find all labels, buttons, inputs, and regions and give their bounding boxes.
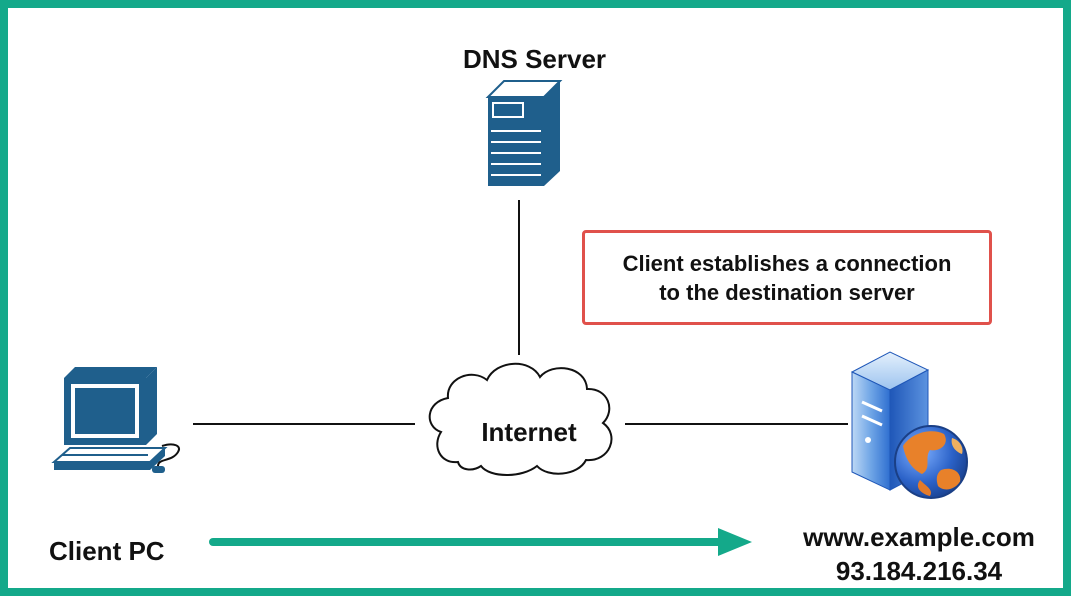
server-tower-icon xyxy=(485,80,563,186)
client-pc-label: Client PC xyxy=(49,536,165,566)
cloud-icon xyxy=(428,362,613,476)
callout-line-2: to the destination server xyxy=(659,279,915,305)
destination-server-label: www.example.com 93.184.216.34 xyxy=(788,520,1050,588)
callout-line-1: Client establishes a connection xyxy=(622,250,952,276)
connection-callout: Client establishes a connection to the d… xyxy=(582,230,992,325)
dns-server-label: DNS Server xyxy=(462,44,607,74)
network-diagram xyxy=(51,80,968,556)
destination-hostname: www.example.com xyxy=(803,522,1035,552)
destination-ip: 93.184.216.34 xyxy=(835,556,1003,586)
internet-label: Internet xyxy=(481,417,577,447)
arrow-right-icon xyxy=(209,528,752,556)
desktop-computer-icon xyxy=(51,367,180,473)
web-server-globe-icon xyxy=(850,351,968,499)
